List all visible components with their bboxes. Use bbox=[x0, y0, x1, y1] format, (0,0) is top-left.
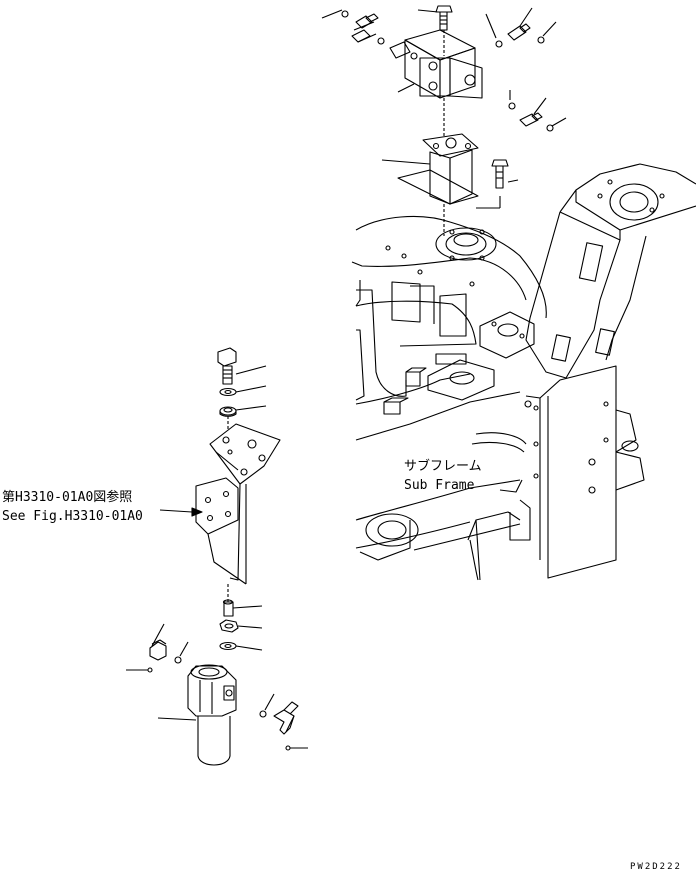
filter-bracket-assembly bbox=[159, 347, 281, 651]
valve-assembly bbox=[321, 5, 567, 136]
valve-stand bbox=[381, 133, 519, 236]
valve-top-bolt bbox=[435, 5, 453, 31]
valve-fitting-right bbox=[495, 23, 554, 132]
reference-label-jp: 第H3310-01A0図参照 bbox=[2, 490, 133, 505]
filter-assembly bbox=[126, 623, 308, 766]
subframe-label-en: Sub Frame bbox=[404, 478, 475, 493]
valve-body bbox=[389, 29, 483, 99]
drawing-code: PW2D222 bbox=[630, 862, 682, 872]
subframe bbox=[351, 163, 696, 581]
subframe-label-jp: サブフレーム bbox=[404, 459, 482, 474]
valve-fitting-left bbox=[341, 10, 385, 45]
reference-label-en: See Fig.H3310-01A0 bbox=[2, 509, 143, 524]
